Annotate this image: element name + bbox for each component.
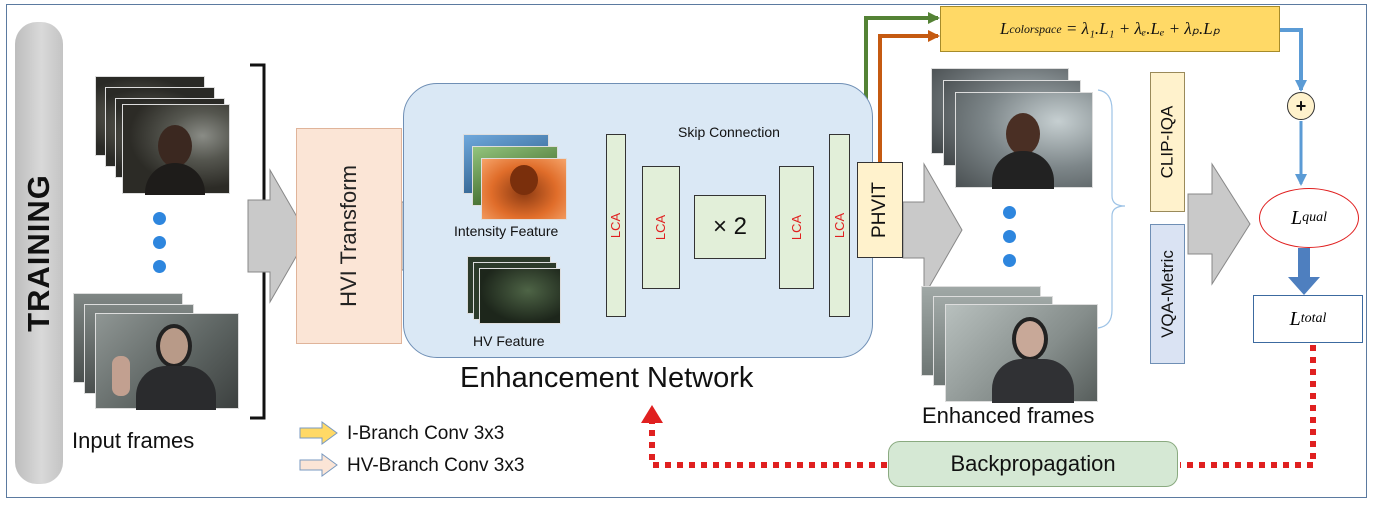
plus-node: + bbox=[1287, 92, 1315, 120]
repeat-x2-block: × 2 bbox=[694, 195, 766, 259]
lqual-to-ltotal-arrow bbox=[1288, 248, 1320, 295]
colorspace-loss-formula: = λ₁.L₁ + λₑ.Lₑ + λₚ.Lₚ bbox=[1061, 19, 1221, 38]
legend-hv-branch-icon bbox=[299, 453, 338, 477]
backprop-path-right bbox=[1180, 345, 1316, 468]
legend-i-branch-label: I-Branch Conv 3x3 bbox=[347, 423, 505, 444]
input-frame-photo bbox=[95, 313, 239, 410]
clip-iqa-box: CLIP-IQA bbox=[1150, 72, 1185, 212]
hvi-transform-box: HVI Transform bbox=[296, 128, 402, 344]
enhanced-ellipsis-dots bbox=[1003, 206, 1016, 278]
legend-i-branch-icon bbox=[299, 421, 338, 445]
phvit-block: PHVIT bbox=[857, 162, 903, 258]
backpropagation-box: Backpropagation bbox=[888, 441, 1178, 487]
colorspace-loss-subscript: colorspace bbox=[1009, 21, 1062, 36]
hv-feature-image bbox=[479, 268, 561, 324]
colorspace-loss-symbol: L bbox=[999, 19, 1010, 38]
skip-connection-label: Skip Connection bbox=[678, 124, 780, 140]
intensity-feature-label: Intensity Feature bbox=[454, 223, 559, 239]
input-frames-label: Input frames bbox=[72, 428, 195, 453]
backprop-arrowhead bbox=[641, 405, 663, 423]
arrow-metrics-to-lqual bbox=[1187, 162, 1251, 286]
input-frame-photo bbox=[122, 104, 230, 195]
arrow-network-to-output bbox=[902, 162, 963, 298]
intensity-feature-image bbox=[481, 158, 567, 220]
enhancement-network-label: Enhancement Network bbox=[460, 362, 754, 394]
diagram-frame bbox=[6, 4, 1367, 498]
lca-block-3: LCA bbox=[779, 166, 814, 289]
hv-feature-label: HV Feature bbox=[473, 333, 545, 349]
green-loss-arrow bbox=[864, 12, 940, 162]
lca-block-1: LCA bbox=[606, 134, 626, 317]
lca-block-4: LCA bbox=[829, 134, 850, 317]
arrow-input-to-hvi bbox=[247, 168, 309, 304]
legend-hv-branch-label: HV-Branch Conv 3x3 bbox=[347, 455, 525, 476]
enhanced-frames-label: Enhanced frames bbox=[922, 403, 1095, 428]
enhanced-bracket bbox=[1097, 89, 1126, 329]
enhanced-frame-photo bbox=[945, 304, 1098, 403]
vqa-metric-box: VQA-Metric bbox=[1150, 224, 1185, 364]
enhanced-frame-photo bbox=[955, 92, 1093, 189]
input-ellipsis-dots bbox=[153, 212, 166, 284]
training-bar bbox=[15, 22, 63, 484]
backprop-path-left bbox=[649, 420, 887, 468]
loss-to-plus-arrow bbox=[1280, 28, 1307, 92]
orange-loss-arrow bbox=[878, 30, 940, 162]
lca-block-2: LCA bbox=[642, 166, 680, 289]
